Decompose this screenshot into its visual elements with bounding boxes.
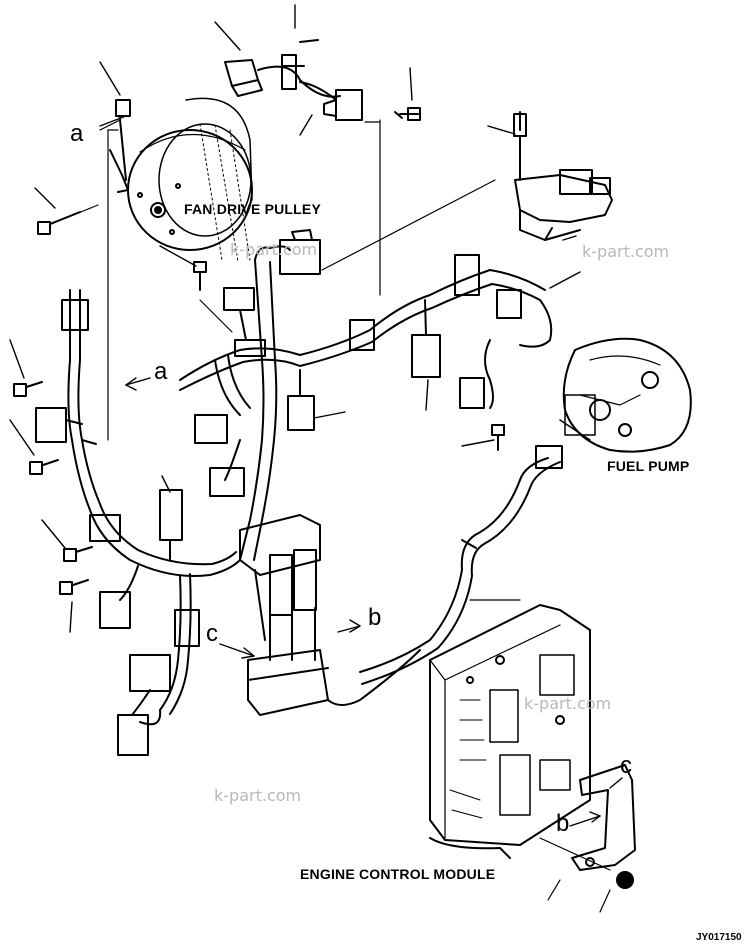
bolt-top-center (394, 107, 421, 121)
left-harness-branch (35, 289, 241, 756)
bolts (13, 99, 521, 595)
junction-block (239, 514, 421, 716)
watermark-1: k-part.com (230, 240, 318, 259)
ref-letter-c-low: c (620, 752, 632, 779)
watermark-4: k-part.com (214, 786, 302, 805)
fan-drive-pulley (127, 97, 253, 263)
right-connector-bracket (513, 113, 613, 241)
fan-drive-pulley-label: FAN DRIVE PULLEY (184, 201, 321, 217)
ref-letter-b-mid: b (368, 604, 382, 631)
engine-control-module (429, 604, 591, 859)
watermark-2: k-part.com (582, 242, 670, 261)
ecm-bracket (571, 764, 636, 889)
ref-letter-a-top: a (70, 120, 84, 147)
drawing-code: JY017150 (696, 932, 742, 943)
ref-letter-a-mid: a (154, 358, 168, 385)
ref-letter-b-low: b (556, 810, 570, 837)
callout-lines (9, 4, 581, 633)
leader-lines (43, 119, 611, 913)
main-wire-harness (179, 229, 553, 561)
watermark-3: k-part.com (524, 694, 612, 713)
ref-letter-c-mid: c (206, 620, 218, 647)
fuel-pump (559, 337, 692, 453)
fuel-pump-label: FUEL PUMP (607, 458, 690, 474)
fuel-pump-cable (359, 445, 563, 685)
engine-control-module-label: ENGINE CONTROL MODULE (300, 866, 496, 882)
top-connector-assembly (224, 39, 363, 121)
reference-arrows (99, 115, 623, 827)
